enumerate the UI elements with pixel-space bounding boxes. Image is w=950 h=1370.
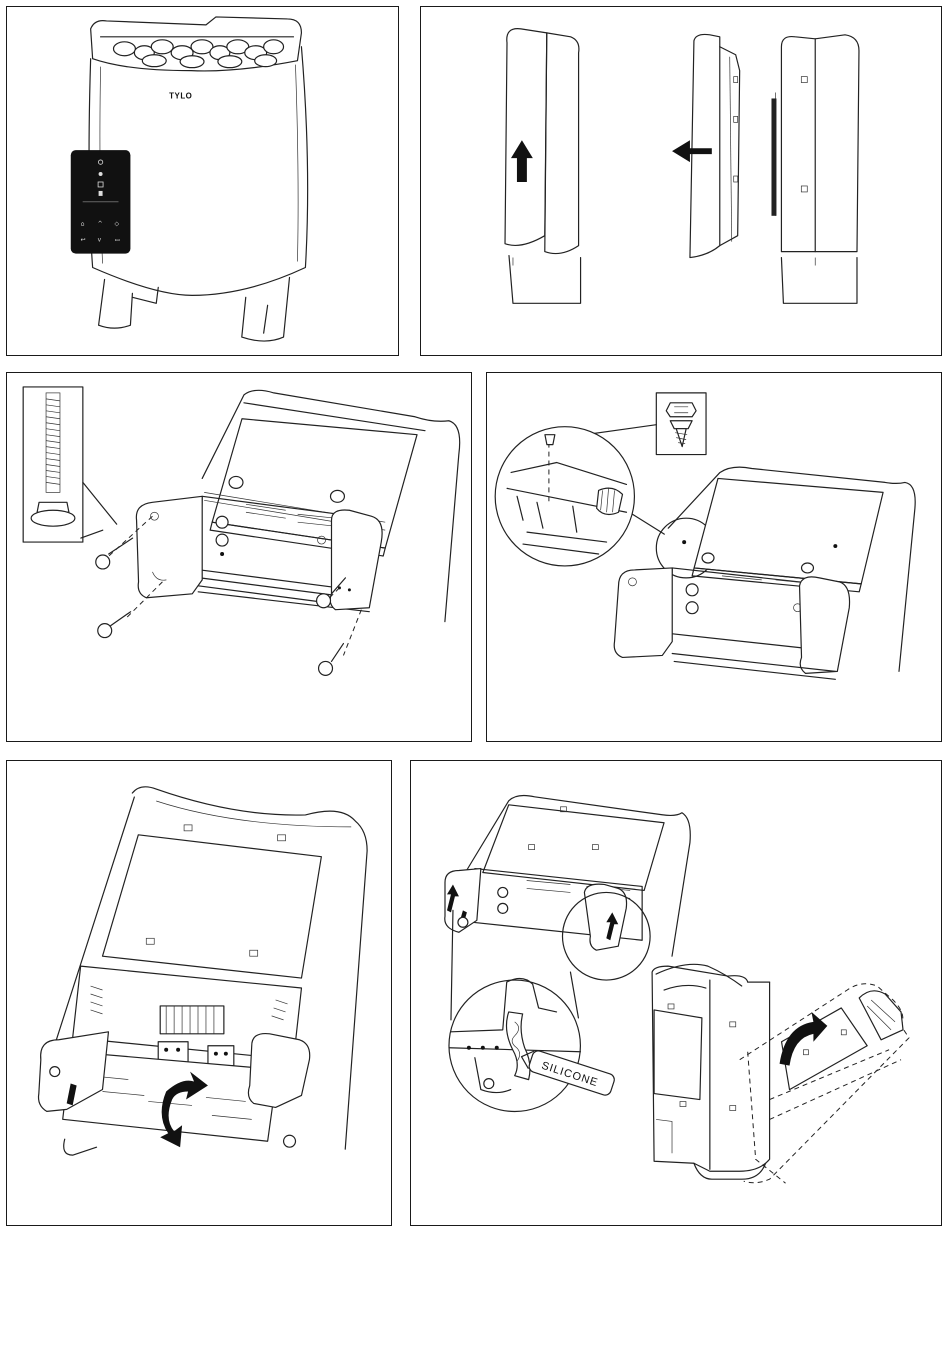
leveling-screw [98,612,131,638]
panel-top-screw [486,372,942,742]
leveling-screw [319,644,344,676]
svg-text:v: v [98,237,102,244]
silicone-cover-drawing: SILICONE [411,761,941,1225]
panel-silicone-and-cover: SILICONE [410,760,942,1226]
terminal-block [158,1006,234,1066]
svg-text:◇: ◇ [115,221,120,228]
connection-box-drawing [7,761,391,1225]
panel-leveling-feet [6,372,472,742]
top-screw-drawing [487,373,941,741]
brand-logo: TYLO [169,91,192,100]
heater-front-drawing: TYLO ⌂ ^ ◇ ↩ v ▭ [7,7,398,355]
screw-icon [666,403,696,447]
leveling-screw [96,538,133,569]
sauna-stones [114,40,284,68]
panel-connection-box [6,760,392,1226]
leveling-foot-detail [31,393,75,526]
svg-text:⌂: ⌂ [81,221,85,228]
svg-text:↩: ↩ [81,237,86,244]
svg-text:^: ^ [98,221,103,228]
corner-foot-left [136,496,202,597]
heater-back-plate [103,835,322,978]
panel-heater-overview: TYLO ⌂ ^ ◇ ↩ v ▭ [6,6,399,356]
svg-text:▭: ▭ [115,237,121,244]
side-cover-drawing [421,7,941,355]
leveling-feet-drawing [7,373,471,741]
panel-side-cover-removal [420,6,942,356]
arrow-up-icon [511,140,533,182]
corner-foot-right [330,510,382,610]
